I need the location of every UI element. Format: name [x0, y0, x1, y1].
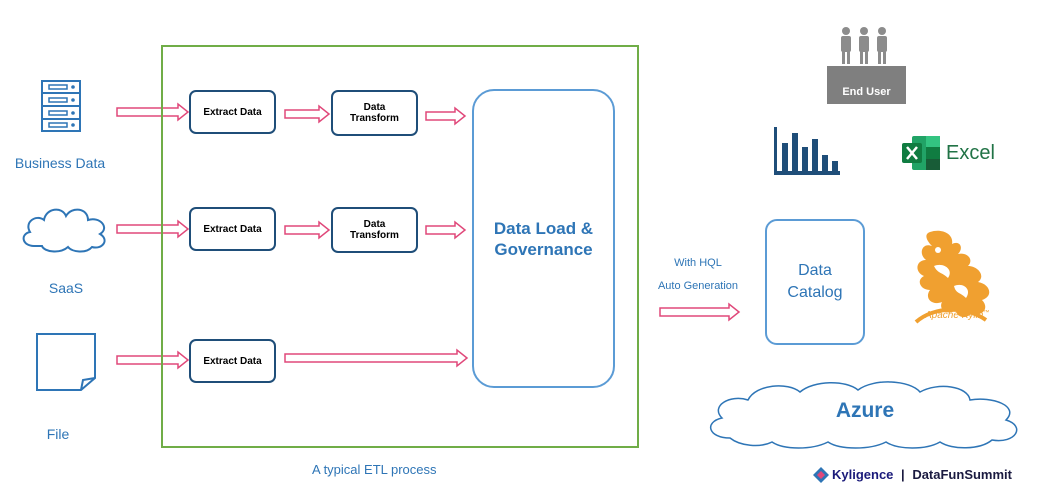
excel-icon	[902, 136, 940, 170]
extract-label-2: Extract Data	[203, 223, 262, 235]
source-label-file: File	[46, 426, 70, 442]
extract-box-2: Extract Data	[189, 207, 276, 251]
hql-label: With HQL Auto Generation	[643, 252, 753, 298]
data-load-governance-box: Data Load & Governance	[472, 89, 615, 388]
hql-line-2: Auto Generation	[657, 280, 739, 292]
load-label-2: Governance	[494, 239, 593, 259]
source-label-business-data: Business Data	[14, 155, 106, 171]
load-label-1: Data Load &	[493, 218, 594, 238]
catalog-line-1: Data	[798, 262, 832, 279]
catalog-line-2: Catalog	[787, 284, 843, 301]
transform-label-2a: Data	[363, 219, 386, 230]
kylin-label: Apache Kylin™	[925, 310, 989, 321]
extract-box-1: Extract Data	[189, 90, 276, 134]
brand-datafun: DataFunSummit	[912, 467, 1012, 482]
excel-label: Excel	[946, 142, 995, 164]
transform-box-1: Data Transform	[331, 90, 418, 136]
kylin-label-text: Apache Kylin	[925, 310, 984, 321]
apache-kylin-logo	[914, 230, 990, 324]
brand-kyligence: Kyligence	[832, 467, 894, 482]
arrow-load-catalog	[659, 302, 741, 322]
cloud-icon	[22, 208, 106, 253]
data-catalog-box: Data Catalog	[765, 219, 865, 345]
extract-box-3: Extract Data	[189, 339, 276, 383]
transform-label-1a: Data	[363, 102, 386, 113]
brand-separator: |	[901, 467, 905, 482]
source-label-saas: SaaS	[48, 280, 84, 296]
etl-caption: A typical ETL process	[312, 462, 437, 477]
source-saas: SaaS	[0, 200, 120, 300]
transform-box-2: Data Transform	[331, 207, 418, 253]
end-user-label: End User	[827, 66, 906, 104]
brand-footer: Kyligence | DataFunSummit	[832, 467, 1012, 482]
end-user-people-icon	[841, 27, 887, 64]
source-file: File	[0, 330, 120, 445]
file-icon	[36, 333, 96, 391]
etl-frame	[161, 45, 639, 448]
azure-label: Azure	[835, 399, 895, 422]
transform-label-1b: Transform	[350, 113, 399, 124]
server-icon	[41, 80, 81, 132]
transform-label-2b: Transform	[350, 230, 399, 241]
hql-line-1: With HQL	[674, 257, 722, 269]
bar-chart-icon	[774, 127, 840, 175]
kyligence-logo-icon	[813, 467, 829, 483]
kylin-tm: ™	[983, 310, 990, 316]
azure-cloud-icon	[710, 381, 1018, 449]
extract-label-3: Extract Data	[203, 355, 262, 367]
extract-label-1: Extract Data	[203, 106, 262, 118]
source-business-data: Business Data	[0, 75, 120, 185]
